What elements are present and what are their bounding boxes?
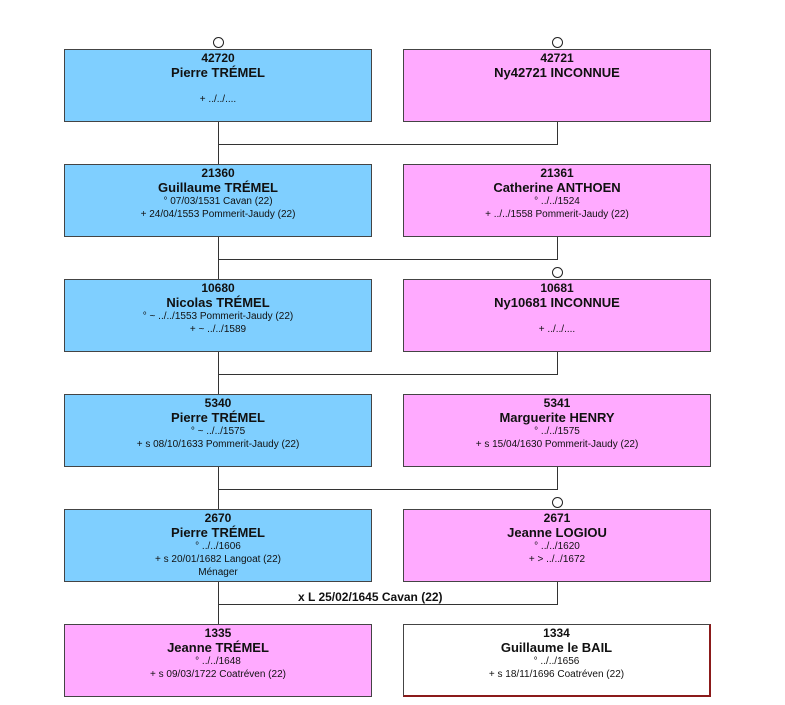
person-name: Guillaume le BAIL — [500, 640, 613, 655]
person-number: 21360 — [201, 166, 235, 180]
person-name: Pierre TRÉMEL — [171, 525, 265, 540]
connector-line — [218, 352, 219, 394]
person-name: Pierre TRÉMEL — [171, 410, 265, 425]
person-number: 1334 — [543, 626, 570, 640]
marriage-label: x L 25/02/1645 Cavan (22) — [298, 590, 443, 604]
person-detail-line: ° ../../1575 — [534, 426, 580, 437]
person-detail-line: + ../../.... — [538, 324, 576, 335]
connector-line — [218, 582, 219, 624]
connector-line — [218, 467, 219, 509]
person-number: 42721 — [540, 51, 574, 65]
person-number: 2671 — [543, 511, 571, 525]
person-name: Guillaume TRÉMEL — [158, 180, 278, 195]
person-name: Ny10681 INCONNUE — [494, 295, 620, 310]
person-detail-line — [404, 310, 710, 323]
person-detail-line: + s 09/03/1722 Coatréven (22) — [150, 669, 286, 680]
person-detail-line: Ménager — [198, 567, 238, 578]
no-parents-marker-icon[interactable] — [552, 37, 563, 48]
person-detail-line: ° ~ ../../1575 — [190, 426, 246, 437]
person-number: 5341 — [543, 396, 571, 410]
person-number: 42720 — [201, 51, 235, 65]
connector-line — [218, 259, 558, 260]
person-number: 5340 — [204, 396, 232, 410]
person-name: Ny42721 INCONNUE — [494, 65, 620, 80]
person-detail-line: ° ../../1656 — [533, 656, 580, 667]
connector-line — [218, 489, 558, 490]
person-detail-line: + ../../1558 Pommerit-Jaudy (22) — [485, 209, 629, 220]
connector-line — [557, 582, 558, 604]
person-detail-line: + 24/04/1553 Pommerit-Jaudy (22) — [140, 209, 296, 220]
person-detail-line: ° ../../1606 — [195, 541, 241, 552]
no-parents-marker-icon[interactable] — [552, 497, 563, 508]
connector-line — [218, 237, 219, 279]
person-number: 1335 — [204, 626, 232, 640]
person-name: Marguerite HENRY — [499, 410, 615, 425]
person-number: 21361 — [540, 166, 574, 180]
connector-line — [218, 604, 558, 605]
no-parents-marker-icon[interactable] — [552, 267, 563, 278]
person-name: Jeanne TRÉMEL — [167, 640, 269, 655]
person-detail-line: + s 18/11/1696 Coatréven (22) — [488, 669, 625, 680]
person-detail-line: ° 07/03/1531 Cavan (22) — [163, 196, 273, 207]
person-detail-line: ° ../../1648 — [195, 656, 241, 667]
connector-line — [218, 122, 219, 164]
connector-line — [557, 122, 558, 144]
person-number: 10681 — [540, 281, 574, 295]
person-detail-line: + ../../.... — [199, 94, 237, 105]
no-parents-marker-icon[interactable] — [213, 37, 224, 48]
person-name: Catherine ANTHOEN — [493, 180, 621, 195]
person-detail-line: + s 20/01/1682 Langoat (22) — [155, 554, 281, 565]
connector-line — [557, 237, 558, 259]
connector-line — [557, 467, 558, 489]
person-detail-line: ° ../../1620 — [534, 541, 580, 552]
person-name: Nicolas TRÉMEL — [166, 295, 270, 310]
person-detail-line — [65, 80, 371, 93]
person-detail-line: ° ~ ../../1553 Pommerit-Jaudy (22) — [142, 311, 294, 322]
person-number: 2670 — [204, 511, 232, 525]
connector-line — [218, 144, 558, 145]
person-name: Pierre TRÉMEL — [171, 65, 265, 80]
person-detail-line: ° ../../1524 — [534, 196, 580, 207]
person-detail-line: + > ../../1672 — [528, 554, 586, 565]
person-detail-line: + s 08/10/1633 Pommerit-Jaudy (22) — [136, 439, 300, 450]
person-number: 10680 — [201, 281, 235, 295]
connector-line — [218, 374, 558, 375]
person-detail-line: + ~ ../../1589 — [189, 324, 247, 335]
person-detail-line: + s 15/04/1630 Pommerit-Jaudy (22) — [475, 439, 639, 450]
connector-line — [557, 352, 558, 374]
person-name: Jeanne LOGIOU — [507, 525, 607, 540]
